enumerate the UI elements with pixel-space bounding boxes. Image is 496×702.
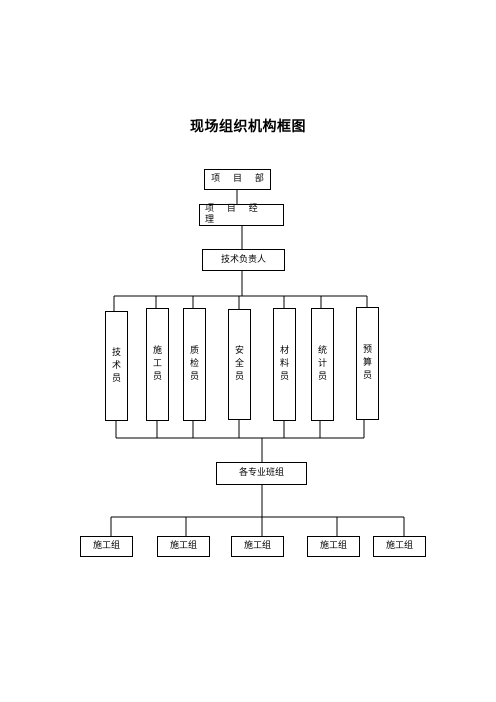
team-box: 施工组 — [157, 536, 210, 557]
staff-box-statistics: 统计员 — [311, 308, 334, 421]
team-label: 施工组 — [319, 541, 347, 552]
staff-box-quality: 质检员 — [183, 308, 206, 421]
tech-lead-label: 技术负责人 — [220, 254, 266, 265]
staff-label-char: 安 — [234, 346, 244, 356]
project-manager-label: 项 目 经 理 — [205, 204, 263, 225]
staff-label-char: 技 — [111, 347, 121, 358]
project-dept-label: 项 目 部 — [211, 174, 269, 185]
project-manager-box: 项 目 经 理 — [199, 204, 284, 226]
diagram-title: 现场组织机构框图 — [190, 119, 306, 135]
team-label: 施工组 — [169, 541, 197, 552]
staff-label-char: 工 — [152, 359, 162, 369]
team-label: 施工组 — [243, 541, 271, 552]
team-box: 施工组 — [80, 536, 133, 557]
staff-box-safety: 安全员 — [228, 309, 251, 420]
staff-label-char: 全 — [234, 359, 244, 369]
staff-label-char: 料 — [279, 359, 289, 369]
team-box: 施工组 — [231, 536, 284, 557]
staff-label-char: 预 — [362, 345, 372, 355]
staff-label-char: 检 — [189, 359, 199, 369]
staff-label-char: 统 — [317, 346, 327, 356]
staff-box-budget: 预算员 — [356, 307, 379, 420]
staff-label-char: 员 — [152, 372, 162, 382]
staff-label-char: 员 — [279, 372, 289, 382]
staff-label: 材料员 — [280, 345, 289, 384]
staff-label-char: 施 — [152, 346, 162, 356]
staff-label: 技术员 — [112, 347, 121, 386]
staff-box-construction: 施工员 — [146, 308, 169, 421]
team-label: 施工组 — [385, 541, 413, 552]
staff-label-char: 员 — [362, 371, 372, 381]
staff-label-char: 员 — [189, 372, 199, 382]
staff-box-materials: 材料员 — [273, 308, 296, 421]
staff-label-char: 计 — [317, 359, 327, 369]
teams-box: 各专业班组 — [216, 462, 307, 485]
staff-label: 施工员 — [153, 345, 162, 384]
staff-label-char: 算 — [362, 358, 372, 368]
staff-label: 统计员 — [318, 345, 327, 384]
staff-box-technician: 技术员 — [105, 311, 128, 421]
tech-lead-box: 技术负责人 — [202, 249, 285, 271]
staff-label: 安全员 — [235, 345, 244, 384]
staff-label-char: 员 — [234, 372, 244, 382]
staff-label-char: 质 — [189, 346, 199, 356]
staff-label-char: 术 — [111, 360, 121, 371]
staff-label-char: 材 — [279, 346, 289, 356]
staff-label: 质检员 — [190, 345, 199, 384]
staff-label: 预算员 — [363, 344, 372, 383]
project-dept-box: 项 目 部 — [204, 169, 271, 190]
team-label: 施工组 — [92, 541, 120, 552]
team-box: 施工组 — [307, 536, 360, 557]
staff-label-char: 员 — [111, 373, 121, 384]
staff-label-char: 员 — [317, 372, 327, 382]
teams-label: 各专业班组 — [238, 468, 284, 479]
team-box: 施工组 — [373, 536, 426, 557]
